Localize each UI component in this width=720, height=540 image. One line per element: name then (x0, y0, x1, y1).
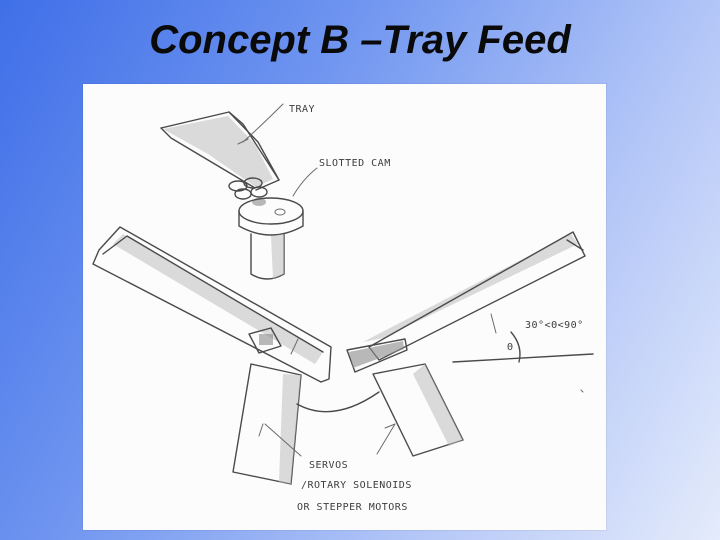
actuators-label-line3: OR STEPPER MOTORS (297, 502, 408, 513)
slotted-cam-label: SLOTTED CAM (319, 158, 391, 169)
concept-sketch: TRAY SLOTTED CAM 30°<Θ<90° Θ SERVOS /ROT… (83, 84, 606, 530)
linkage-arc (296, 391, 380, 413)
angle-range-label: 30°<Θ<90° (525, 320, 584, 331)
actuators-label-line1: SERVOS (309, 460, 348, 471)
right-chute-drawing (346, 231, 586, 373)
theta-label: Θ (507, 342, 514, 353)
left-actuator-drawing (232, 363, 302, 485)
right-actuator-drawing (372, 363, 464, 457)
slotted-cam-drawing (228, 177, 304, 280)
tray-drawing (160, 111, 280, 191)
actuators-label-line2: /ROTARY SOLENOIDS (301, 480, 412, 491)
tray-label: TRAY (289, 104, 315, 115)
leader-lines (242, 103, 396, 457)
sketch-drawing: TRAY SLOTTED CAM 30°<Θ<90° Θ SERVOS /ROT… (92, 103, 594, 513)
left-chute-drawing (92, 226, 332, 383)
angle-annotation (452, 331, 594, 393)
slide-title: Concept B –Tray Feed (149, 18, 571, 62)
